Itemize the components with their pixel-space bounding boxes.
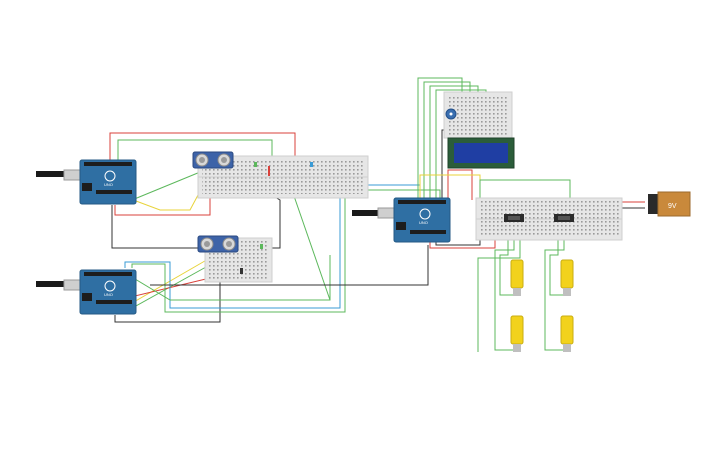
motor-driver-1[interactable] [504, 214, 524, 222]
battery-label: 9V [668, 203, 677, 210]
arduino-board-1[interactable]: UNO [36, 159, 137, 205]
arduino-logo-icon [104, 170, 116, 182]
wire-green[interactable] [544, 232, 565, 351]
battery-9v[interactable]: 9V [648, 191, 691, 217]
ultrasonic-sensor-1[interactable] [192, 151, 234, 169]
motor-driver-2[interactable] [554, 214, 574, 222]
potentiometer[interactable] [445, 108, 457, 120]
lcd-display[interactable] [447, 137, 515, 169]
wire-green[interactable] [494, 232, 515, 351]
wire-black[interactable] [114, 275, 221, 323]
usb-cable [352, 210, 380, 216]
ultrasonic-sensor-2[interactable] [197, 235, 239, 253]
wire-green[interactable] [549, 232, 565, 296]
dc-motor-4[interactable] [560, 315, 574, 352]
arduino-board-3[interactable]: UNO [352, 197, 451, 243]
wire-yellow[interactable] [419, 174, 481, 200]
arduino-logo-icon [104, 280, 116, 292]
board-label: UNO [419, 220, 428, 225]
wire-green[interactable] [131, 169, 206, 201]
usb-cable [36, 171, 66, 177]
wire-green[interactable] [119, 255, 331, 301]
arduino-board-2[interactable]: UNO [36, 269, 137, 315]
wire-red[interactable] [109, 132, 296, 165]
wire-green[interactable] [423, 81, 471, 200]
wire-red[interactable] [447, 169, 473, 200]
wire-green[interactable] [477, 232, 521, 352]
arduino-logo-icon [419, 208, 431, 220]
wire-green[interactable] [499, 232, 515, 296]
usb-cable [36, 281, 66, 287]
dc-motor-1[interactable] [510, 259, 524, 296]
dc-motor-3[interactable] [510, 315, 524, 352]
dc-motor-2[interactable] [560, 259, 574, 296]
wire-green[interactable] [117, 139, 273, 165]
wire-black[interactable] [150, 245, 429, 286]
breadboard-4 [475, 197, 623, 241]
breadboard-3 [443, 91, 513, 139]
battery-terminal [648, 194, 658, 214]
board-label: UNO [104, 182, 113, 187]
wire-blue[interactable] [124, 184, 421, 309]
board-label: UNO [104, 292, 113, 297]
